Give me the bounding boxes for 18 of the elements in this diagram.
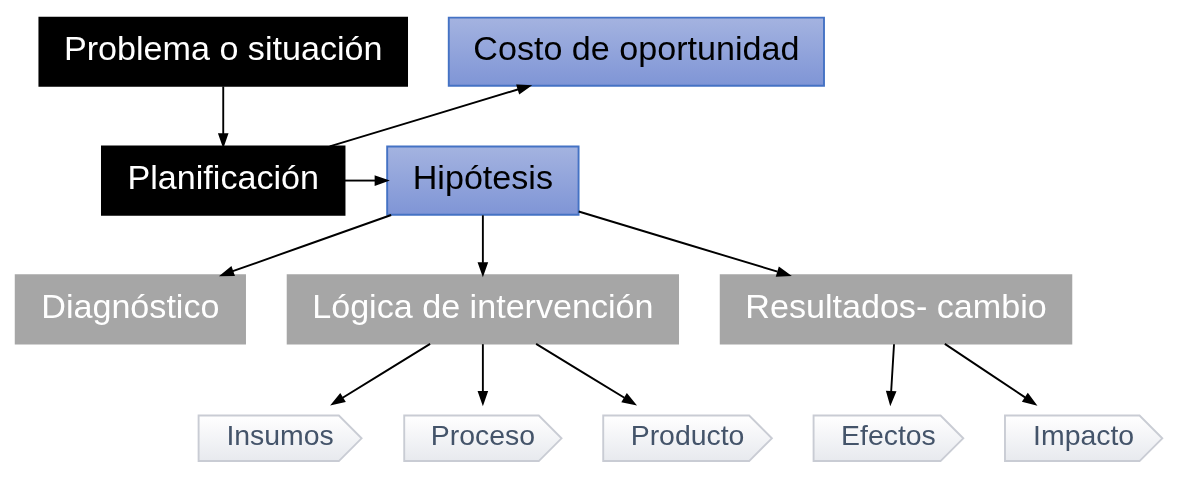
arrow: [477, 343, 489, 407]
node-box: Costo de oportunidad: [447, 16, 825, 87]
node-box: Lógica de intervención: [286, 274, 680, 345]
node-box: Problema o situación: [38, 16, 408, 87]
arrow: [218, 214, 393, 277]
arrow: [477, 214, 489, 278]
node-box: Diagnóstico: [14, 274, 246, 345]
arrow: [535, 342, 638, 406]
arrow: [217, 85, 229, 149]
node-box: Resultados- cambio: [719, 274, 1073, 345]
arrow: [344, 175, 390, 186]
arrow: [885, 343, 897, 407]
arrow: [577, 210, 792, 277]
node-box: Planificación: [101, 145, 346, 216]
arrow: [943, 342, 1038, 406]
arrow: [330, 342, 432, 406]
arrow: [328, 84, 533, 148]
node-box: Hipótesis: [386, 145, 580, 216]
